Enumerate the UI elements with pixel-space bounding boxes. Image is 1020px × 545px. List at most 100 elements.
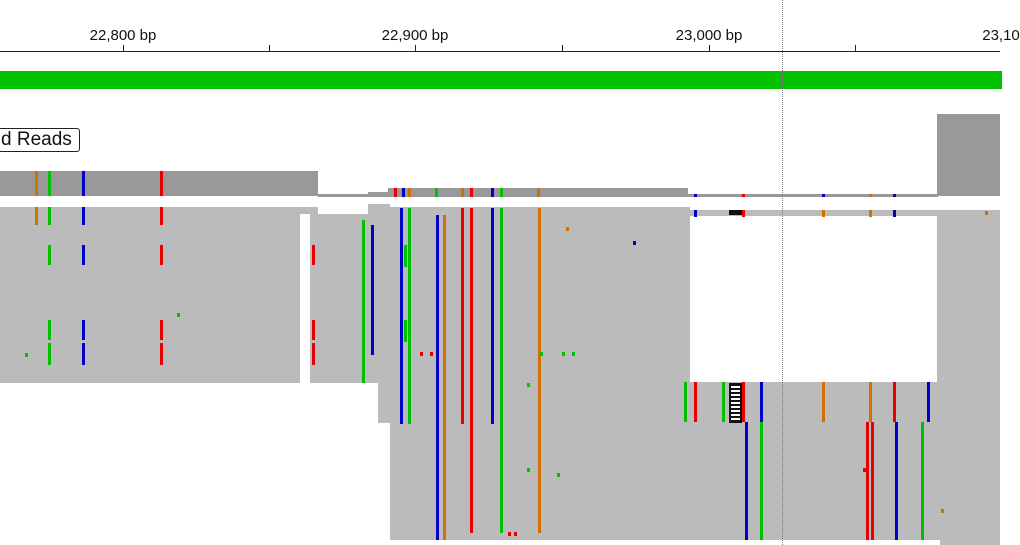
reference-base	[105, 71, 108, 89]
insertion-marker-rung	[731, 410, 740, 412]
coverage-allele	[869, 194, 872, 197]
reference-base	[510, 71, 513, 89]
reference-base	[900, 71, 903, 89]
reference-base	[897, 71, 900, 89]
insertion-marker-rung	[731, 394, 740, 396]
mismatch-mark	[461, 245, 464, 267]
reference-base	[600, 71, 603, 89]
reference-base	[126, 71, 129, 89]
reference-base	[324, 71, 327, 89]
reference-base	[393, 71, 396, 89]
reference-base	[162, 71, 165, 89]
reference-base	[198, 71, 201, 89]
reference-base	[375, 71, 378, 89]
reference-base	[543, 71, 546, 89]
reference-base	[993, 71, 996, 89]
coverage-allele	[82, 171, 85, 196]
mismatch-mark	[371, 225, 374, 355]
reference-base	[645, 71, 648, 89]
reference-base	[741, 71, 744, 89]
reference-base	[606, 71, 609, 89]
reference-base	[159, 71, 162, 89]
reference-base	[408, 71, 411, 89]
mismatch-mark	[362, 220, 365, 383]
reference-base	[531, 71, 534, 89]
reference-base	[924, 71, 927, 89]
reference-base	[210, 71, 213, 89]
reference-base	[327, 71, 330, 89]
reference-base	[582, 71, 585, 89]
mismatch-mark	[895, 422, 898, 540]
reference-base	[552, 71, 555, 89]
coverage-track[interactable]	[0, 110, 1000, 200]
reference-base	[201, 71, 204, 89]
reference-base	[705, 71, 708, 89]
mismatch-mark	[866, 422, 869, 540]
reference-base	[939, 71, 942, 89]
mismatch-speck	[562, 352, 565, 356]
reference-base	[282, 71, 285, 89]
reference-base	[618, 71, 621, 89]
reference-base	[234, 71, 237, 89]
reference-base	[930, 71, 933, 89]
coverage-allele	[394, 188, 397, 197]
reference-base	[744, 71, 747, 89]
reference-base	[315, 71, 318, 89]
mismatch-mark	[500, 208, 503, 533]
reference-base	[372, 71, 375, 89]
reference-base	[534, 71, 537, 89]
reference-base	[888, 71, 891, 89]
reference-sequence-track[interactable]	[0, 71, 1002, 89]
reference-base	[579, 71, 582, 89]
mismatch-speck	[527, 383, 530, 387]
reference-base	[990, 71, 993, 89]
reference-base	[471, 71, 474, 89]
reference-base	[120, 71, 123, 89]
reference-base	[594, 71, 597, 89]
coverage-bar	[318, 194, 368, 197]
reference-base	[753, 71, 756, 89]
reference-base	[804, 71, 807, 89]
reference-base	[834, 71, 837, 89]
reference-base	[189, 71, 192, 89]
coverage-bar	[0, 171, 318, 196]
mismatch-mark	[82, 207, 85, 225]
reference-base	[447, 71, 450, 89]
reference-base	[894, 71, 897, 89]
mismatch-mark	[312, 343, 315, 365]
reference-base	[366, 71, 369, 89]
mismatch-mark	[312, 320, 315, 340]
reference-base	[369, 71, 372, 89]
track-name-label[interactable]: d Reads	[0, 128, 80, 152]
reference-base	[9, 71, 12, 89]
reference-base	[390, 71, 393, 89]
reference-base	[87, 71, 90, 89]
reference-base	[915, 71, 918, 89]
reference-base	[414, 71, 417, 89]
reference-base	[177, 71, 180, 89]
insertion-marker-icon[interactable]	[729, 210, 742, 423]
genome-ruler[interactable]: 22,800 bp 22,900 bp 23,000 bp 23,10	[0, 0, 1020, 60]
reference-base	[750, 71, 753, 89]
reference-base	[558, 71, 561, 89]
mismatch-mark	[760, 422, 763, 540]
insertion-marker-rung	[731, 406, 740, 408]
mismatch-mark	[436, 215, 439, 540]
reference-base	[363, 71, 366, 89]
reference-base	[195, 71, 198, 89]
mismatch-mark	[404, 320, 407, 342]
reference-base	[486, 71, 489, 89]
reference-base	[960, 71, 963, 89]
reference-base	[918, 71, 921, 89]
reference-base	[243, 71, 246, 89]
mismatch-speck	[508, 532, 511, 536]
alignment-reads-track[interactable]	[0, 200, 1000, 545]
reference-base	[735, 71, 738, 89]
reference-base	[525, 71, 528, 89]
reference-base	[603, 71, 606, 89]
reference-base	[264, 71, 267, 89]
reference-base	[261, 71, 264, 89]
reference-base	[906, 71, 909, 89]
reference-base	[216, 71, 219, 89]
reference-base	[396, 71, 399, 89]
